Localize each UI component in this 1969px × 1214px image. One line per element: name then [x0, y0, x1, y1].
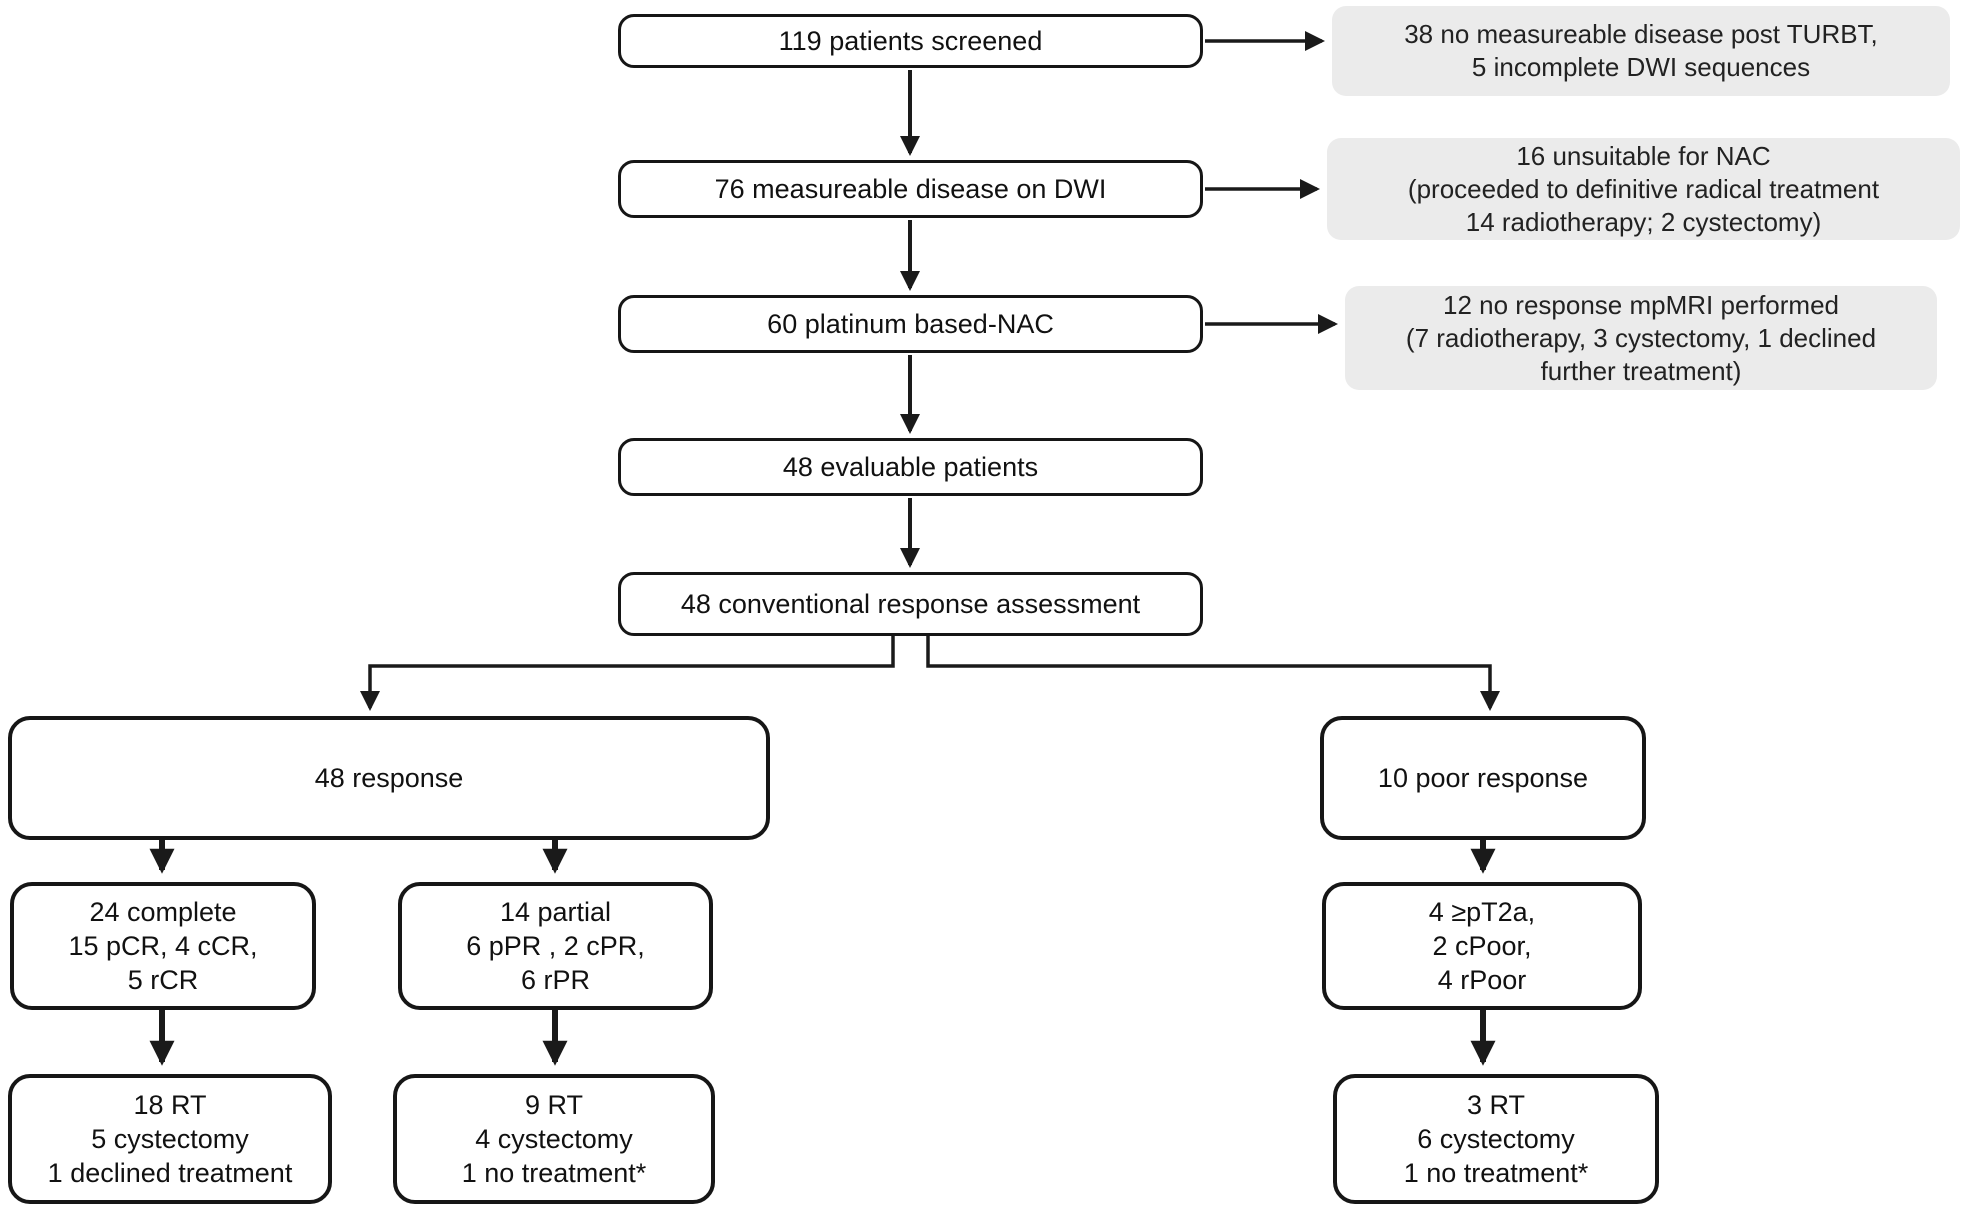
box-line: 6 cystectomy — [1417, 1124, 1575, 1154]
box-line: 18 RT — [133, 1090, 207, 1120]
box-label: 10 poor response — [1377, 763, 1589, 793]
box-line: 5 rCR — [127, 965, 199, 995]
box-conventional-assessment: 48 conventional response assessment — [618, 572, 1203, 636]
box-label: 48 response — [314, 763, 464, 793]
box-line: 3 RT — [1466, 1090, 1526, 1120]
box-line: 1 declined treatment — [47, 1158, 293, 1188]
box-label: 76 measureable disease on DWI — [714, 174, 1107, 204]
box-line: 4 cystectomy — [475, 1124, 633, 1154]
box-evaluable-patients: 48 evaluable patients — [618, 438, 1203, 496]
note-line: further treatment) — [1540, 355, 1742, 386]
box-line: 4 ≥pT2a, — [1428, 897, 1536, 927]
note-line: (7 radiotherapy, 3 cystectomy, 1 decline… — [1405, 322, 1877, 353]
note-excluded-turbt: 38 no measureable disease post TURBT, 5 … — [1332, 6, 1950, 96]
note-line: 38 no measureable disease post TURBT, — [1404, 19, 1878, 49]
branch-to-poor-response — [926, 636, 1500, 711]
note-line: 16 unsuitable for NAC — [1516, 140, 1771, 171]
note-line: (proceeded to definitive radical treatme… — [1407, 173, 1880, 204]
box-line: 1 no treatment* — [461, 1158, 647, 1188]
box-line: 6 rPR — [520, 965, 591, 995]
box-partial-response: 14 partial 6 pPR , 2 cPR, 6 rPR — [398, 882, 713, 1010]
box-line: 2 cPoor, — [1432, 931, 1532, 961]
box-line: 1 no treatment* — [1403, 1158, 1589, 1188]
box-response: 48 response — [8, 716, 770, 840]
box-poor-outcome: 3 RT 6 cystectomy 1 no treatment* — [1333, 1074, 1659, 1204]
box-line: 4 rPoor — [1437, 965, 1527, 995]
box-poor-staging: 4 ≥pT2a, 2 cPoor, 4 rPoor — [1322, 882, 1642, 1010]
branch-to-response — [360, 636, 895, 711]
box-line: 5 cystectomy — [91, 1124, 249, 1154]
box-complete-outcome: 18 RT 5 cystectomy 1 declined treatment — [8, 1074, 332, 1204]
box-label: 119 patients screened — [778, 26, 1043, 56]
box-partial-outcome: 9 RT 4 cystectomy 1 no treatment* — [393, 1074, 715, 1204]
note-line: 12 no response mpMRI performed — [1443, 289, 1839, 320]
box-line: 9 RT — [524, 1090, 584, 1120]
box-patients-screened: 119 patients screened — [618, 14, 1203, 68]
box-label: 48 evaluable patients — [782, 452, 1039, 482]
box-line: 14 partial — [499, 897, 612, 927]
box-line: 15 pCR, 4 cCR, — [68, 931, 258, 961]
note-line: 14 radiotherapy; 2 cystectomy) — [1465, 206, 1822, 237]
box-complete-response: 24 complete 15 pCR, 4 cCR, 5 rCR — [10, 882, 316, 1010]
box-label: 60 platinum based-NAC — [767, 309, 1054, 339]
note-line: 5 incomplete DWI sequences — [1471, 52, 1811, 82]
note-unsuitable-nac: 16 unsuitable for NAC (proceeded to defi… — [1327, 138, 1960, 240]
box-line: 24 complete — [89, 897, 237, 927]
note-no-response-mpmri: 12 no response mpMRI performed (7 radiot… — [1345, 286, 1937, 390]
box-platinum-nac: 60 platinum based-NAC — [618, 295, 1203, 353]
box-line: 6 pPR , 2 cPR, — [466, 931, 645, 961]
box-measurable-disease: 76 measureable disease on DWI — [618, 160, 1203, 218]
box-poor-response: 10 poor response — [1320, 716, 1646, 840]
box-label: 48 conventional response assessment — [680, 589, 1141, 619]
